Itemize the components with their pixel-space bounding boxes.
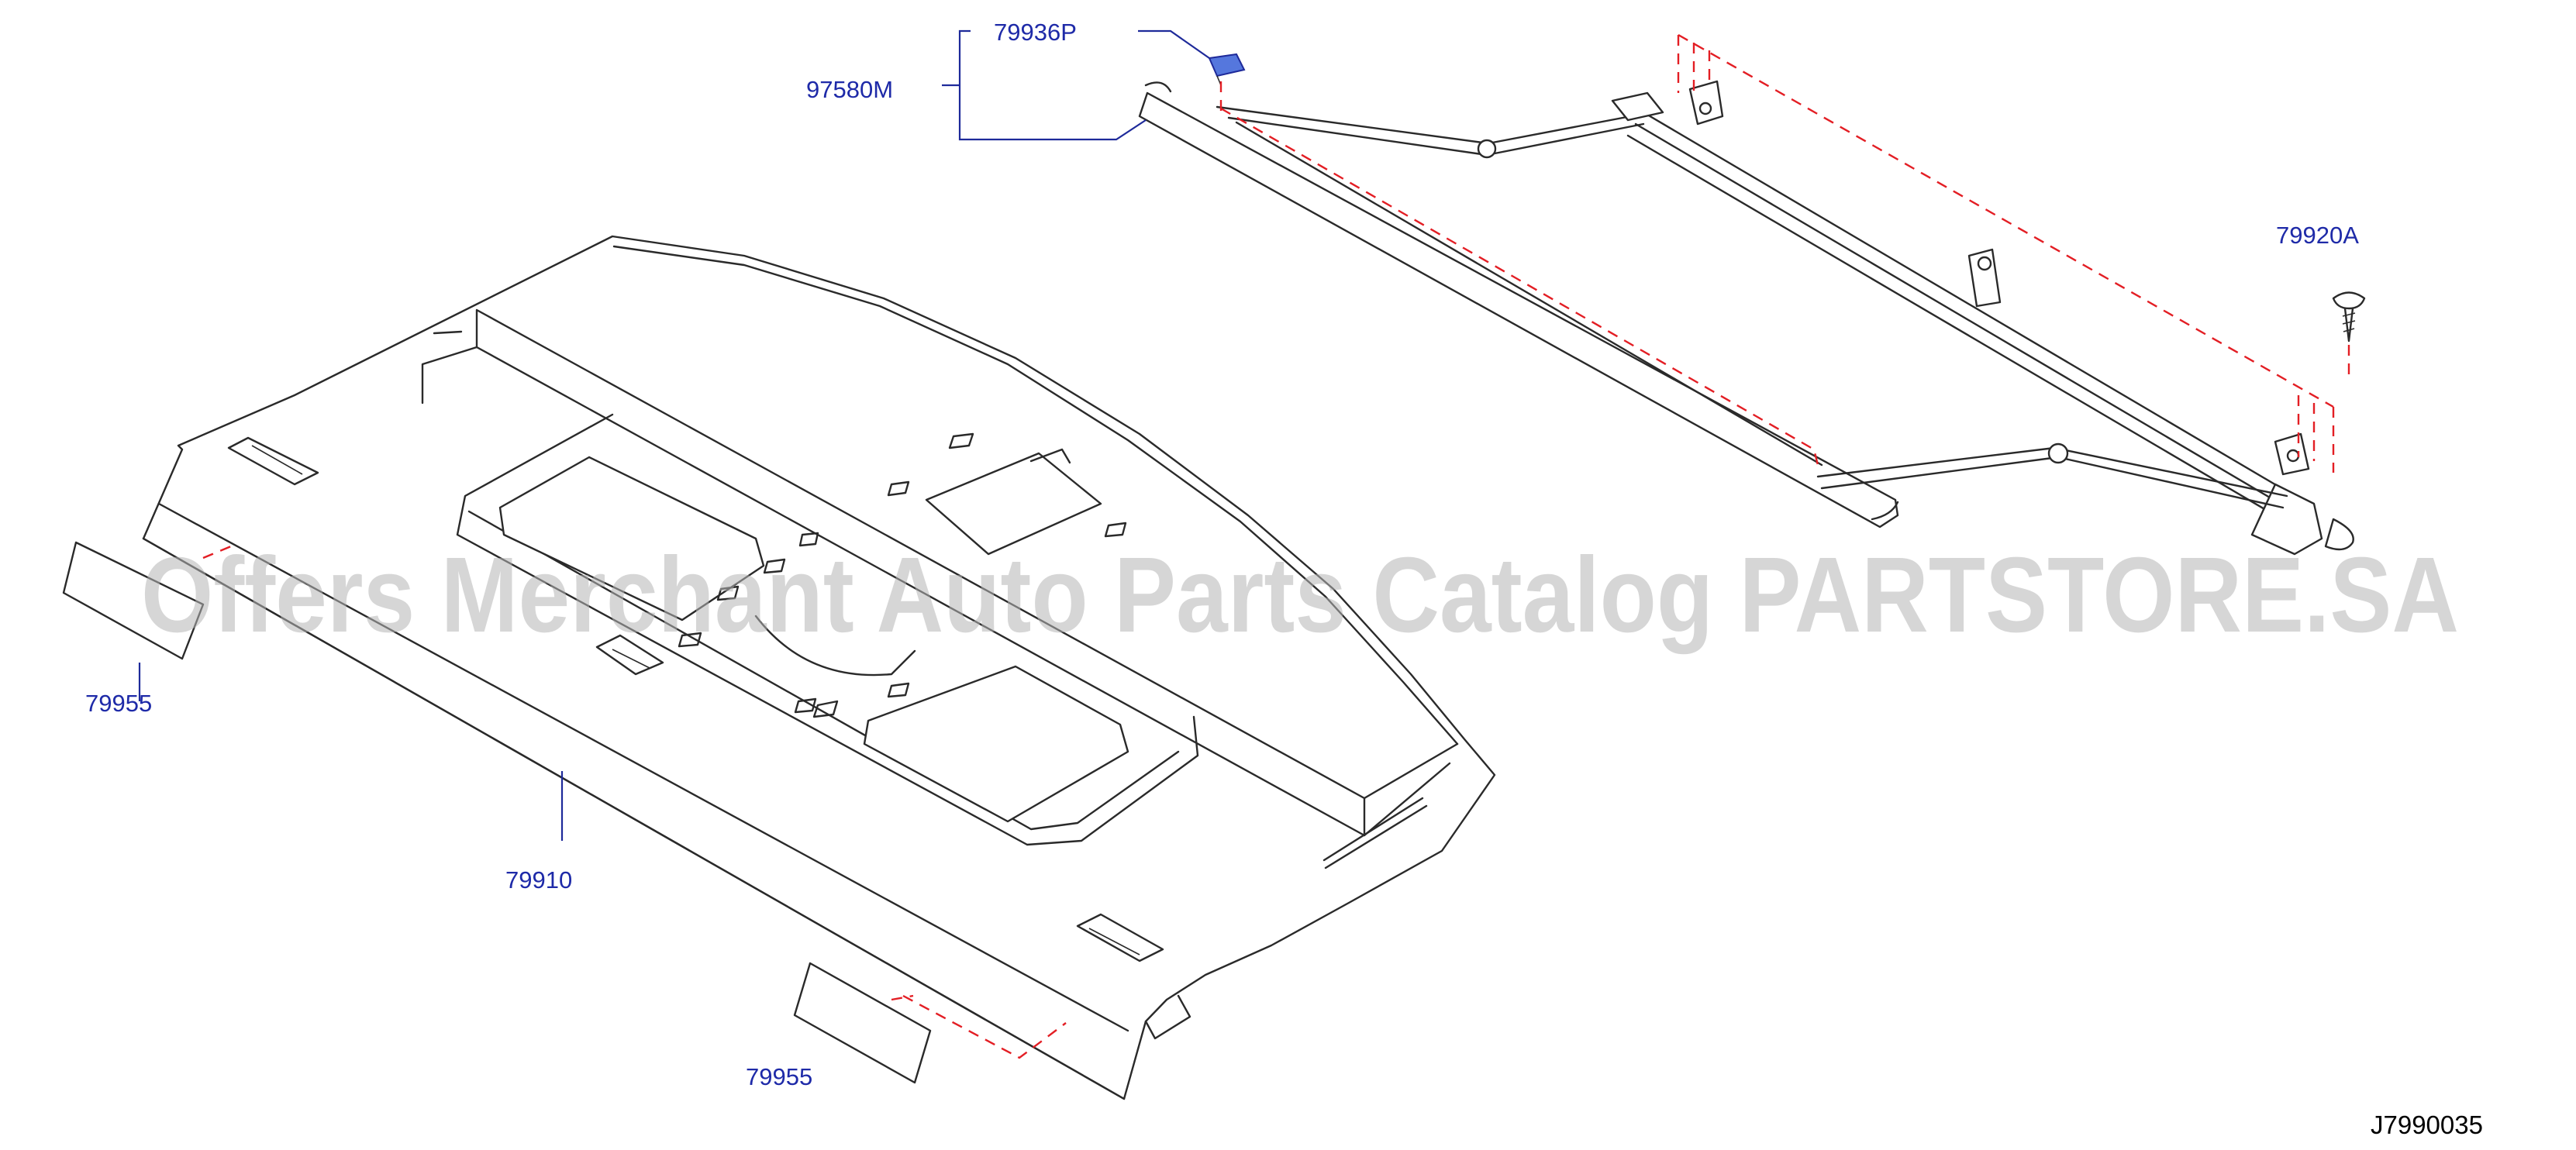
callout-79910[interactable]: 79910 — [505, 866, 572, 893]
sunshade-assembly[interactable] — [1138, 80, 2354, 556]
reference-code: J7990035 — [2371, 1110, 2483, 1139]
callout-leaders — [138, 29, 1210, 841]
screw-79920a[interactable] — [2332, 291, 2366, 343]
callout-97580m[interactable]: 97580M — [806, 76, 893, 103]
assembly-guides — [202, 33, 2350, 1059]
clip-79936p[interactable] — [1208, 53, 1246, 86]
parcel-shelf[interactable] — [142, 235, 1496, 1100]
callout-79936p[interactable]: 79936P — [994, 19, 1077, 46]
callout-79955-bottom[interactable]: 79955 — [746, 1063, 812, 1090]
pad-bottom[interactable] — [793, 962, 932, 1084]
callout-79920a[interactable]: 79920A — [2276, 222, 2359, 249]
watermark-text: Offers Merchant Auto Parts Catalog PARTS… — [141, 535, 2459, 655]
pad-top-left[interactable] — [62, 541, 205, 660]
callout-79955-top[interactable]: 79955 — [85, 690, 152, 717]
